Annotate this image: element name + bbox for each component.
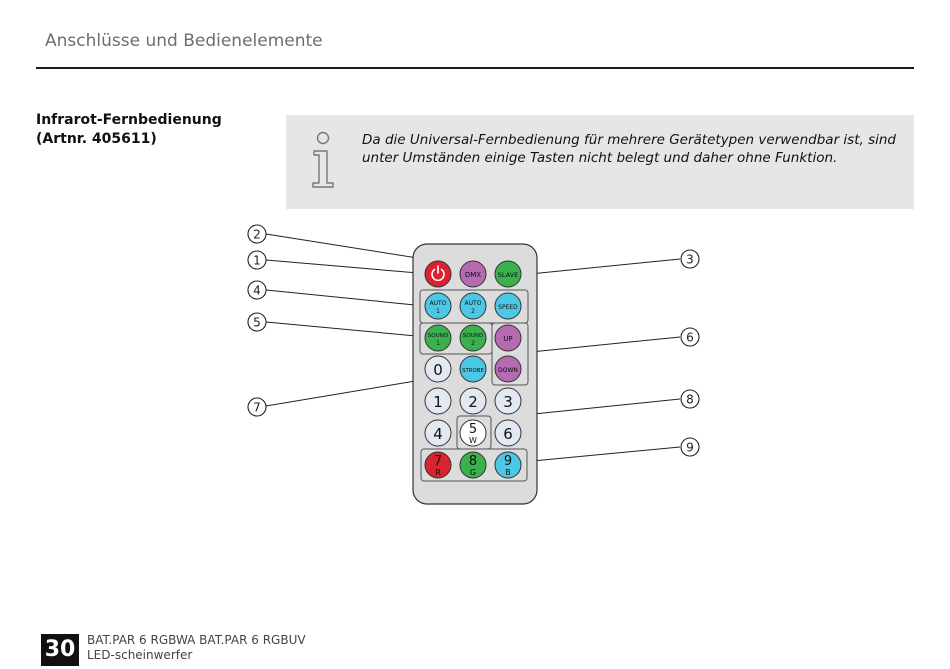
slave-label: SLAVE: [498, 271, 518, 279]
auto2-button[interactable]: [459, 292, 487, 320]
up-label: UP: [503, 335, 512, 343]
svg-text:1: 1: [253, 254, 261, 268]
svg-text:8: 8: [686, 393, 694, 407]
remote-buttons: [424, 260, 522, 479]
auto1-button[interactable]: [424, 292, 452, 320]
group-up-down: [491, 322, 529, 386]
strobe-button[interactable]: [459, 355, 487, 383]
two-label: 2: [468, 393, 478, 411]
seven-button[interactable]: [424, 451, 452, 479]
leader-line-4: [265, 289, 426, 307]
auto2-label: AUTO: [465, 300, 482, 307]
power-button[interactable]: [424, 260, 452, 288]
dmx-button[interactable]: [459, 260, 487, 288]
one-label: 1: [433, 393, 443, 411]
leader-line-3: [519, 258, 681, 276]
callout-4: 4: [247, 280, 267, 300]
speed-label: SPEED: [498, 304, 518, 311]
svg-text:4: 4: [253, 284, 261, 298]
sound2-sub: 2: [471, 340, 475, 347]
auto1-sub: 1: [436, 308, 440, 315]
zero-label: 0: [433, 361, 443, 379]
group-rgb: [420, 448, 528, 482]
eight-sub: G: [470, 468, 476, 477]
down-button[interactable]: [494, 355, 522, 383]
six-button[interactable]: [494, 419, 522, 447]
auto2-sub: 2: [471, 308, 475, 315]
callout-9: 9: [680, 437, 700, 457]
footer-product-type: LED-scheinwerfer: [87, 648, 193, 662]
auto1-label: AUTO: [430, 300, 447, 307]
svg-text:5: 5: [253, 316, 261, 330]
svg-text:2: 2: [253, 228, 261, 242]
callout-2: 2: [247, 224, 267, 244]
page-header-title: Anschlüsse und Bedienelemente: [45, 31, 323, 51]
three-button[interactable]: [494, 387, 522, 415]
four-button[interactable]: [424, 419, 452, 447]
button-labels: DMX SLAVE AUTO 1 AUTO 2 SPEED SOUND 1 SO…: [428, 271, 519, 477]
sound2-label: SOUND: [463, 333, 484, 339]
footer-text: BAT.PAR 6 RGBWA BAT.PAR 6 RGBUV LED-sche…: [87, 633, 306, 663]
two-button[interactable]: [459, 387, 487, 415]
leader-line-8: [523, 398, 681, 416]
seven-label: 7: [434, 454, 442, 469]
slave-button[interactable]: [494, 260, 522, 288]
five-button[interactable]: [459, 419, 487, 447]
callout-8: 8: [680, 389, 700, 409]
leader-line-1: [265, 259, 431, 275]
section-title-line1: Infrarot-Fernbedienung: [36, 112, 222, 128]
zero-button[interactable]: [424, 355, 452, 383]
five-label: 5: [469, 422, 477, 437]
callouts: 2 1 3 4 5 6 7 8: [247, 224, 700, 457]
callout-5: 5: [247, 312, 267, 332]
eight-label: 8: [469, 454, 477, 469]
three-label: 3: [503, 393, 513, 411]
sound1-label: SOUND: [428, 333, 449, 339]
svg-text:7: 7: [253, 401, 261, 415]
nine-label: 9: [504, 454, 512, 469]
nine-button[interactable]: [494, 451, 522, 479]
seven-sub: R: [435, 468, 441, 477]
callout-1: 1: [247, 250, 267, 270]
section-title: Infrarot-Fernbedienung (Artnr. 405611): [36, 111, 222, 149]
power-icon: [431, 265, 445, 282]
svg-text:3: 3: [686, 253, 694, 267]
one-button[interactable]: [424, 387, 452, 415]
leader-line-9: [521, 446, 681, 463]
svg-text:6: 6: [686, 331, 694, 345]
sound1-button[interactable]: [424, 324, 452, 352]
button-group-outlines: [419, 289, 529, 482]
callout-leader-lines: [265, 233, 681, 463]
dmx-label: DMX: [465, 271, 481, 279]
footer-product-names: BAT.PAR 6 RGBWA BAT.PAR 6 RGBUV: [87, 633, 306, 647]
six-label: 6: [503, 425, 513, 443]
eight-button[interactable]: [459, 451, 487, 479]
four-label: 4: [433, 425, 443, 443]
leader-line-5: [265, 321, 428, 338]
leader-line-6: [520, 336, 681, 354]
strobe-label: STROBE: [462, 368, 484, 374]
info-icon: [312, 131, 334, 188]
sound1-sub: 1: [436, 340, 440, 347]
sound2-button[interactable]: [459, 324, 487, 352]
down-label: DOWN: [498, 367, 518, 374]
section-title-line2: (Artnr. 405611): [36, 131, 157, 147]
callout-7: 7: [247, 397, 267, 417]
five-sub: W: [469, 436, 477, 445]
up-button[interactable]: [494, 324, 522, 352]
speed-button[interactable]: [494, 292, 522, 320]
header-divider: [36, 67, 914, 69]
info-text: Da die Universal-Fernbedienung für mehre…: [362, 132, 896, 166]
callout-3: 3: [680, 249, 700, 269]
nine-sub: B: [505, 468, 511, 477]
svg-text:9: 9: [686, 441, 694, 455]
callout-6: 6: [680, 327, 700, 347]
page-number-badge: 30: [41, 634, 79, 666]
info-box: Da die Universal-Fernbedienung für mehre…: [286, 115, 914, 209]
